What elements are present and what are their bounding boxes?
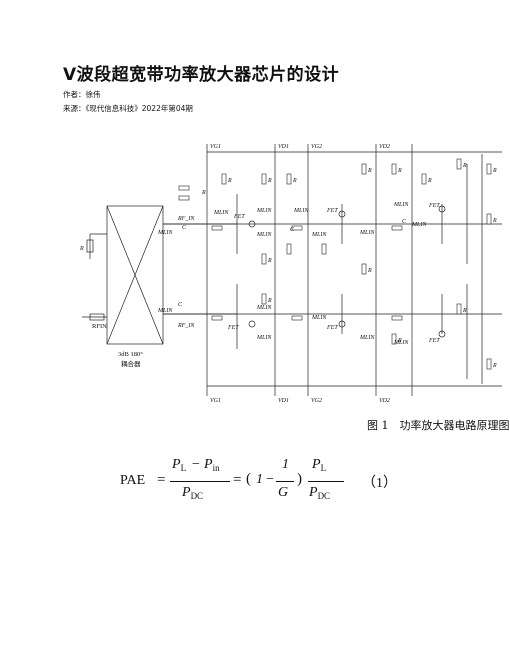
coupler-box: [106, 205, 164, 345]
numerator-pin: Pin: [204, 457, 220, 473]
fet-6: [438, 330, 446, 338]
mlin-label: MLIN: [359, 335, 375, 341]
mlin-label: MLIN: [393, 340, 409, 346]
numerator-pl: PL: [172, 457, 187, 473]
rfin-port: [89, 313, 105, 321]
mlin-label: MLIN: [393, 202, 409, 208]
pae-formula: PAE = PL − Pin PDC = ( 1 − 1 G ) PL PDC …: [120, 455, 440, 515]
c-label: C: [290, 227, 295, 233]
rf-in-label: RF_IN: [177, 323, 195, 329]
fet-2: [338, 210, 346, 218]
r-label: R: [267, 258, 272, 264]
c-label: C: [402, 219, 407, 225]
r-label: R: [427, 178, 432, 184]
vd2-top-label: VD2: [379, 144, 390, 150]
numerator-pl-2: PL: [312, 457, 327, 473]
c-label: C: [182, 225, 187, 231]
r-label: R: [492, 168, 497, 174]
article-title: V波段超宽带功率放大器芯片的设计: [63, 65, 340, 85]
vd1-top-label: VD1: [278, 144, 289, 150]
r-label: R: [462, 163, 467, 169]
vd1-bottom-label: VD1: [278, 398, 289, 404]
article-source: 来源：《现代信息科技》2022年第04期: [63, 104, 193, 113]
vg2-bottom-label: VG2: [311, 398, 322, 404]
paren-open: (: [246, 471, 251, 487]
mlin-label: MLIN: [256, 305, 272, 311]
r-label: R: [492, 363, 497, 369]
formula-equals: =: [157, 472, 166, 488]
r-label: R: [367, 268, 372, 274]
coupler-label-line1: 3dB 180°: [118, 351, 143, 358]
equation-number: （1）: [362, 476, 397, 491]
mlin-label: MLIN: [256, 232, 272, 238]
fet-3: [438, 205, 446, 213]
term-minus: −: [266, 472, 274, 487]
r-label: R: [267, 298, 272, 304]
article-author: 作者：徐伟: [63, 90, 101, 99]
mlin-label: MLIN: [293, 208, 309, 214]
rfin-label: RFIN: [92, 323, 107, 330]
fet-5: [338, 320, 346, 328]
r-label: R: [397, 338, 402, 344]
mlin-label: MLIN: [157, 230, 173, 236]
formula-equals-2: =: [233, 472, 242, 488]
fet-label: FET: [227, 325, 239, 331]
formula-lhs: PAE: [120, 473, 146, 488]
mlin-label: MLIN: [256, 335, 272, 341]
inner-fraction-bar: [276, 481, 294, 482]
r-label: R: [267, 178, 272, 184]
fet-4: [248, 320, 256, 328]
fraction-bar-2: [308, 481, 344, 482]
r-label: R: [492, 218, 497, 224]
mlin-label: MLIN: [411, 222, 427, 228]
r-label: R: [367, 168, 372, 174]
terminating-resistor: [86, 239, 94, 253]
fraction-bar: [170, 481, 230, 482]
r-label: R: [292, 178, 297, 184]
mlin-label: MLIN: [311, 315, 327, 321]
term-one: 1: [256, 472, 263, 487]
mlin-label: MLIN: [359, 230, 375, 236]
vd2-bottom-label: VD2: [379, 398, 390, 404]
denominator-pdc: PDC: [182, 485, 204, 501]
c-label: C: [178, 302, 183, 308]
vg2-top-label: VG2: [311, 144, 322, 150]
mlin-label: MLIN: [213, 210, 229, 216]
fet-label: FET: [326, 325, 338, 331]
mlin-label: MLIN: [157, 308, 173, 314]
figure-caption: 图 1 功率放大器电路原理图: [367, 419, 510, 432]
fet-label: FET: [428, 203, 440, 209]
paren-close: ): [297, 471, 302, 487]
vg1-bottom-label: VG1: [210, 398, 221, 404]
mlin-label: MLIN: [311, 232, 327, 238]
amplifier-circuit-schematic: VG1 VD1 VG2 VD2 VG1 VD1 VG2 VD2 MLIN MLI…: [79, 144, 502, 404]
r-label: R: [227, 178, 232, 184]
r-label: R: [79, 246, 84, 252]
inner-numerator: 1: [282, 457, 289, 472]
coupler-label-line2: 耦合器: [121, 359, 141, 368]
denominator-pdc-2: PDC: [309, 485, 331, 501]
inner-denominator: G: [278, 485, 289, 500]
r-label: R: [201, 190, 206, 196]
vg1-top-label: VG1: [210, 144, 221, 150]
numerator-minus: −: [192, 457, 200, 472]
fet-label: FET: [233, 214, 245, 220]
fet-label: FET: [428, 338, 440, 344]
fet-label: FET: [326, 208, 338, 214]
mlin-label: MLIN: [256, 208, 272, 214]
fet-1: [248, 220, 256, 228]
r-label: R: [397, 168, 402, 174]
rf-in-label: RF_IN: [177, 216, 195, 222]
r-label: R: [462, 308, 467, 314]
